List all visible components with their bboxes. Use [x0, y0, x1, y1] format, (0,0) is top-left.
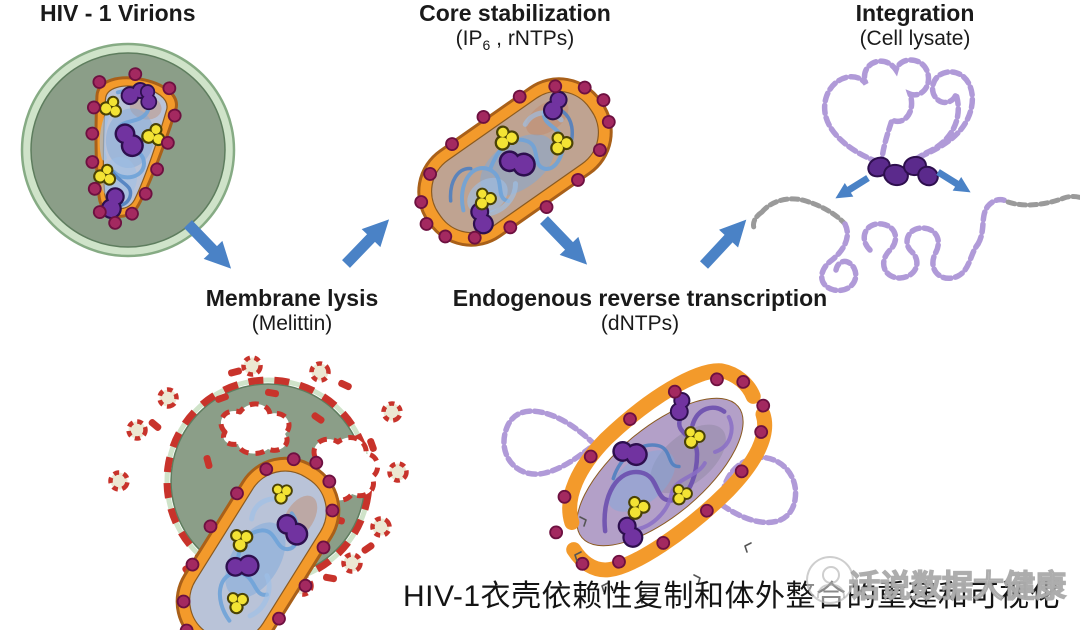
- dntp-debris-marks: [574, 516, 752, 604]
- flow-arrow-ert-to-integration: [694, 210, 756, 274]
- stage-title: Membrane lysis: [205, 285, 379, 311]
- integration-right-arrow-icon: [933, 165, 975, 200]
- label-hiv1-virions: HIV - 1 Virions: [40, 0, 196, 26]
- label-integration: Integration (Cell lysate): [795, 0, 1035, 52]
- label-endogenous-rt: Endogenous reverse transcription (dNTPs): [420, 285, 860, 337]
- figure-caption: HIV-1衣壳依赖性复制和体外整合的重建和可视化: [403, 580, 1061, 613]
- subtitle-text: , rNTPs): [490, 27, 575, 50]
- integration-illustration: [751, 57, 1080, 294]
- stage-subtitle: (Melittin): [251, 312, 333, 335]
- intasome-complex: [867, 155, 939, 187]
- stage-subtitle: (dNTPs): [600, 312, 680, 335]
- released-capsid: [174, 450, 342, 630]
- stage-title: HIV - 1 Virions: [40, 0, 196, 26]
- subtitle-text: (IP: [455, 27, 483, 50]
- label-membrane-lysis: Membrane lysis (Melittin): [172, 285, 412, 337]
- stabilized-core-illustration: [411, 77, 619, 247]
- stage-title: Core stabilization: [419, 0, 611, 26]
- flow-arrow-virion-to-lysis: [178, 214, 241, 278]
- reverse-transcription-illustration: [501, 363, 799, 604]
- virion-illustration: [20, 42, 236, 258]
- membrane-hole: [218, 401, 292, 457]
- integrated-dna-products: [751, 194, 1080, 294]
- watermark-logo-icon: [806, 556, 854, 604]
- watermark-text: 话说数据大健康: [848, 568, 1066, 604]
- integration-left-arrow-icon: [831, 171, 873, 206]
- flow-arrow-core-to-ert: [534, 210, 597, 274]
- label-core-stabilization: Core stabilization (IP6 , rNTPs): [395, 0, 635, 58]
- subtitle-subscript: 6: [482, 37, 491, 54]
- stage-subtitle: (IP6 , rNTPs): [395, 26, 635, 58]
- stage-subtitle: (Cell lysate): [859, 27, 971, 50]
- flow-arrow-lysis-to-core: [336, 210, 399, 274]
- membrane-lysis-illustration: [107, 356, 407, 630]
- stage-title: Endogenous reverse transcription: [452, 285, 828, 311]
- stage-title: Integration: [855, 0, 975, 26]
